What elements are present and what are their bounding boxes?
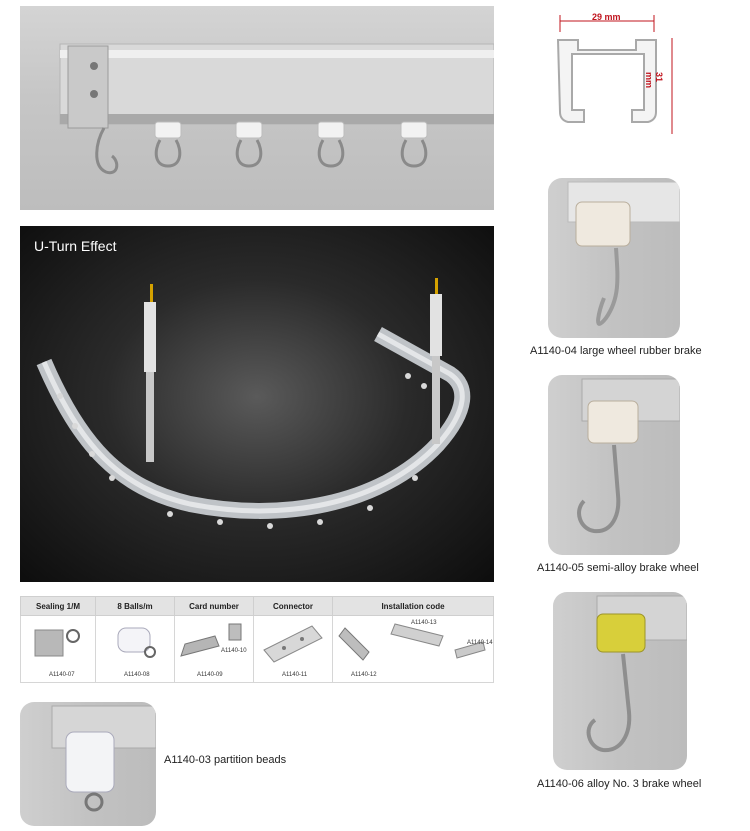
cell-sealing: A1140-07 [20,615,96,683]
profile-cross-section [556,15,673,134]
profile-drawing: 29 mm 31 mm [536,6,686,142]
cell-card-number: A1140-09 A1140-10 [174,615,254,683]
cell-installation-code: A1140-12 A1140-13 A1140-14 [332,615,494,683]
rail-photo [20,6,494,210]
uturn-banner: U-Turn Effect [20,226,494,582]
uturn-track-illustration [36,278,471,529]
spec-table-header-row: Sealing 1/M 8 Balls/m Card number Connec… [20,596,494,616]
product-a1140-05-photo [548,375,680,555]
code-a1140-13: A1140-13 [411,620,437,626]
code-a1140-11: A1140-11 [282,672,308,678]
uturn-title: U-Turn Effect [34,238,117,254]
card-bracket-icon [180,623,242,657]
product-a1140-06-photo [553,592,687,770]
code-a1140-10: A1140-10 [221,648,247,654]
spec-table: Sealing 1/M 8 Balls/m Card number Connec… [20,596,494,683]
code-a1140-07: A1140-07 [49,672,75,678]
rail-illustration [59,43,494,175]
product-a1140-04-caption: A1140-04 large wheel rubber brake [530,345,702,357]
partition-beads-illustration [51,705,156,812]
header-balls: 8 Balls/m [95,596,175,616]
product-a1140-05-caption: A1140-05 semi-alloy brake wheel [537,562,699,574]
header-sealing: Sealing 1/M [20,596,96,616]
header-card-number: Card number [174,596,254,616]
installation-brackets-icon [338,623,486,661]
cell-connector: A1140-11 [253,615,333,683]
large-wheel-brake-illustration [567,181,680,326]
header-installation-code: Installation code [332,596,494,616]
sealing-bracket-icon [34,629,80,657]
connector-plate-icon [263,625,323,663]
cell-balls: A1140-08 [95,615,175,683]
profile-width-label: 29 mm [592,12,621,22]
code-a1140-12: A1140-12 [351,672,377,678]
semi-alloy-brake-illustration [577,378,680,534]
code-a1140-09: A1140-09 [197,672,223,678]
product-a1140-04-photo [548,178,680,338]
code-a1140-08: A1140-08 [124,672,150,678]
spec-table-image-row: A1140-07 A1140-08 A1140-09 A1140-10 A114… [20,615,494,683]
header-connector: Connector [253,596,333,616]
product-a1140-06-caption: A1140-06 alloy No. 3 brake wheel [537,778,702,790]
code-a1140-14: A1140-14 [467,640,493,646]
product-a1140-03-caption: A1140-03 partition beads [164,754,287,766]
alloy-brake-wheel-illustration [586,595,687,753]
ball-runner-icon [117,627,156,658]
product-a1140-03-photo [20,702,156,826]
profile-height-label: 31 mm [644,72,664,89]
